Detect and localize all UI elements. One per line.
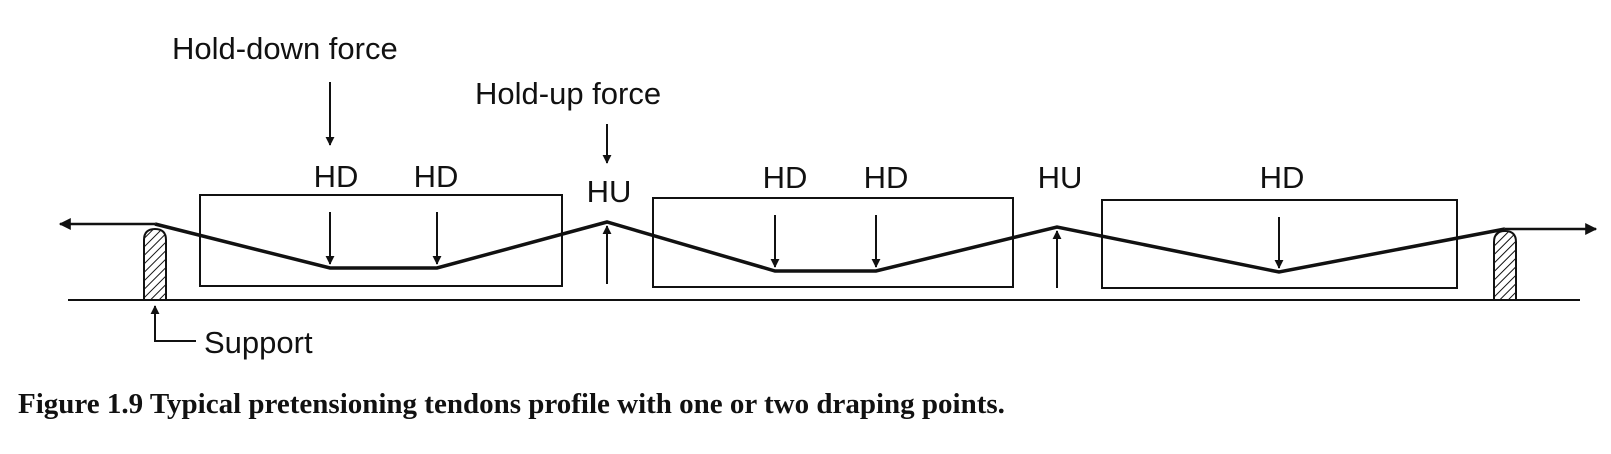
support-right: [1493, 229, 1517, 301]
hd-label-1: HD: [314, 159, 359, 194]
hold-down-force-label: Hold-down force: [172, 31, 398, 66]
member-box-3: [1101, 199, 1458, 289]
member-box-1: [199, 194, 563, 287]
hold-up-force-label: Hold-up force: [475, 76, 661, 111]
hd-label-2: HD: [414, 159, 459, 194]
support-callout-arrow: [150, 305, 196, 342]
hd-label-5: HD: [1260, 160, 1305, 195]
member-box-2: [652, 197, 1014, 288]
hd-label-3: HD: [763, 160, 808, 195]
tendon-line: [154, 220, 1506, 274]
hu-label-1: HU: [587, 174, 632, 209]
hd-label-4: HD: [864, 160, 909, 195]
figure-caption: Figure 1.9 Typical pretensioning tendons…: [18, 388, 1005, 420]
hu-label-2: HU: [1038, 160, 1083, 195]
support-left: [143, 227, 167, 301]
support-label: Support: [204, 325, 313, 360]
